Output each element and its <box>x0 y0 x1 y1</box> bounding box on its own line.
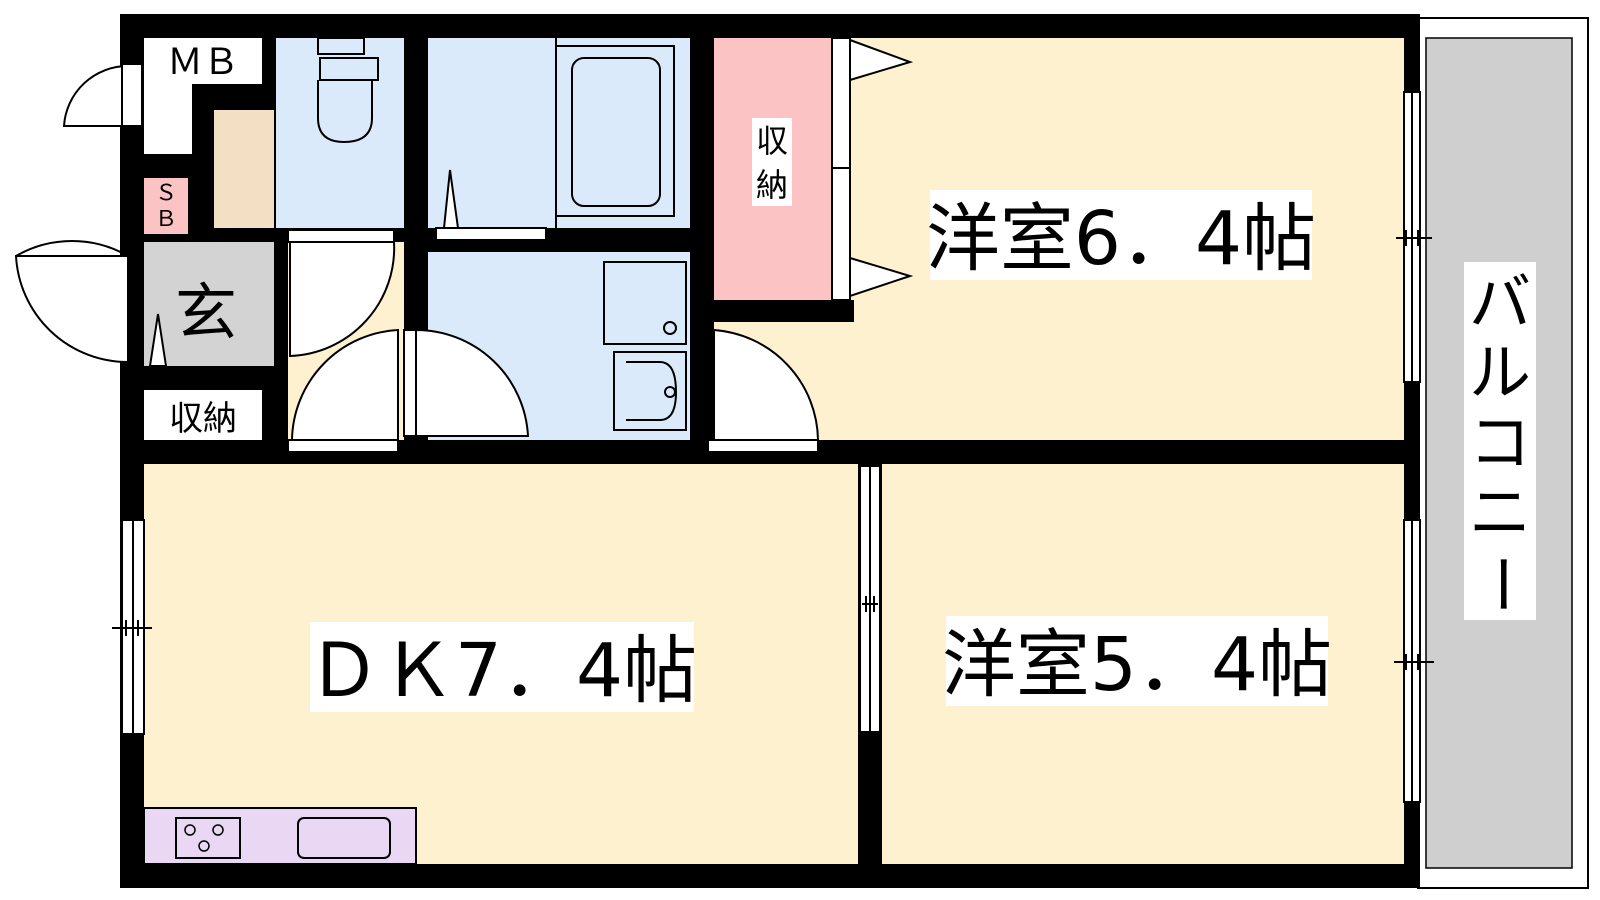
closet-door-swing <box>849 256 914 298</box>
door-panel <box>403 329 417 437</box>
burner-icon <box>198 840 210 852</box>
storage-closet-label-top: 収 <box>756 122 788 160</box>
wall <box>192 94 276 110</box>
marker-triangle <box>148 313 168 367</box>
sb-box <box>144 178 188 234</box>
balcony-label-char: コ <box>1469 406 1531 479</box>
room-dk-label: ＤＫ7．4帖 <box>307 628 697 714</box>
toilet-tank <box>317 37 365 55</box>
door-panel <box>707 439 819 453</box>
washing-machine-space <box>603 261 687 345</box>
mb-door-swing <box>62 64 129 127</box>
closet-door-swing <box>849 38 914 82</box>
front-door-swing <box>15 239 129 257</box>
bathroom-floor <box>428 38 690 228</box>
wall <box>274 242 288 464</box>
entrance-label: 玄 <box>175 276 237 349</box>
washroom-door-swing <box>415 328 530 437</box>
hall-door-swing <box>289 241 396 358</box>
wall <box>144 234 192 242</box>
room-western-2-label: 洋室5．4帖 <box>942 622 1332 708</box>
window <box>121 63 143 127</box>
faucet-icon <box>664 386 676 398</box>
sb-label-bottom: Ｂ <box>155 207 177 232</box>
balcony-label-char: バ <box>1469 266 1531 339</box>
storage-entrance-label: 収納 <box>169 399 237 439</box>
wall <box>192 84 214 234</box>
bathtub-inner <box>571 57 661 207</box>
toilet-bowl <box>317 80 373 144</box>
door-panel <box>435 227 547 241</box>
wall <box>144 154 192 178</box>
kitchen-sink <box>297 817 391 859</box>
dk-door-swing <box>290 328 399 441</box>
storage-closet-label-bottom: 納 <box>756 166 788 204</box>
wall <box>262 38 276 108</box>
toilet-floor <box>276 38 404 228</box>
wall <box>144 366 288 390</box>
sb-label-top: Ｓ <box>155 181 177 206</box>
wall <box>714 300 854 322</box>
toilet-seat-top <box>319 57 379 81</box>
balcony-label-char: ー <box>1465 553 1538 615</box>
burner-icon <box>184 824 196 836</box>
mb-closet-lower <box>144 84 192 154</box>
marker-triangle <box>442 169 460 229</box>
wall <box>690 38 714 464</box>
entrance-storage <box>144 390 262 440</box>
balcony-label-char: ニ <box>1469 476 1531 549</box>
front-door-swing <box>14 255 129 364</box>
drain-icon <box>663 321 677 335</box>
room-western-1-label: 洋室6．4帖 <box>926 196 1316 282</box>
door-panel <box>287 439 399 453</box>
western-door-swing <box>713 328 820 441</box>
balcony-label-char: ル <box>1469 336 1531 409</box>
wash-basin <box>613 351 687 431</box>
stove <box>175 817 241 859</box>
mb-label: ＭＢ <box>167 42 239 83</box>
burner-icon <box>212 824 224 836</box>
door-panel <box>287 229 395 243</box>
shoe-cabinet <box>214 110 274 228</box>
mb-closet <box>144 38 262 84</box>
